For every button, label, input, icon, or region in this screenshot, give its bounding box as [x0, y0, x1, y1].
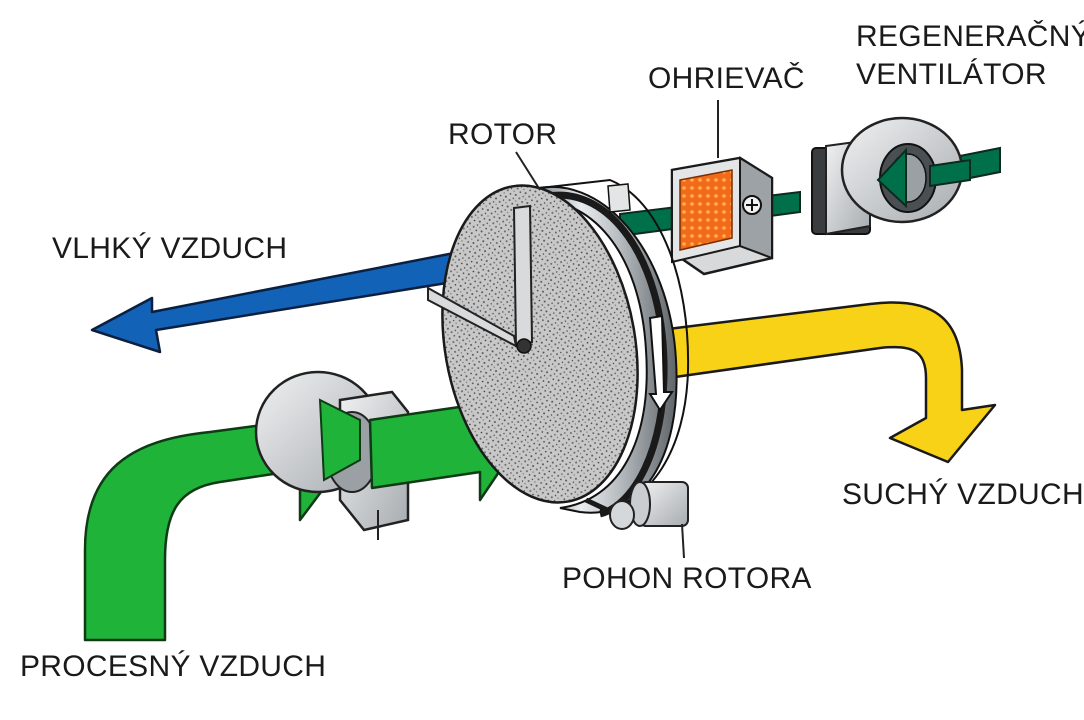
regeneration-fan-label-line1: REGENERAČNÝ [856, 20, 1084, 53]
rotor [427, 178, 690, 518]
rotor-drive-label: POHON ROTORA [562, 562, 812, 595]
dry-air-arrow [658, 301, 997, 464]
regeneration-fan [811, 116, 971, 236]
process-air-label: PROCESNÝ VZDUCH [20, 650, 327, 683]
rotor-label: ROTOR [448, 118, 558, 151]
heater-label: OHRIEVAČ [648, 62, 805, 95]
rotor-drive-motor [584, 481, 689, 559]
humid-air-arrow [90, 244, 492, 354]
dry-air-label: SUCHÝ VZDUCH [842, 478, 1084, 511]
humid-air-label: VLHKÝ VZDUCH [52, 232, 288, 265]
heater [670, 156, 774, 276]
rotor-leader-line [515, 151, 541, 191]
regeneration-fan-label-line2: VENTILÁTOR [856, 58, 1047, 91]
